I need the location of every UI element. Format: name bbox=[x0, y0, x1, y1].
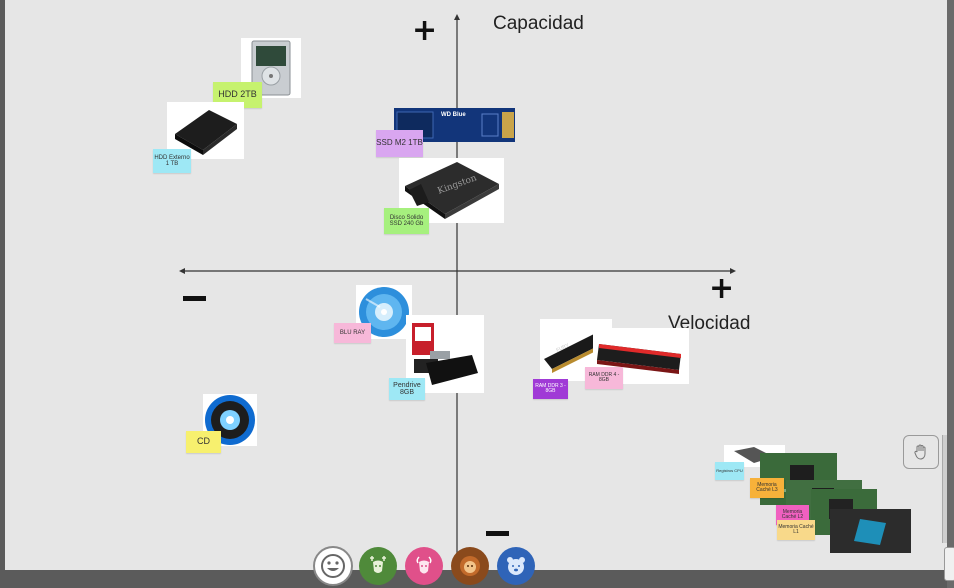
deer-icon bbox=[370, 556, 386, 573]
note-disco-solido[interactable]: Disco Solido SSD 240 Gb bbox=[384, 208, 429, 234]
note-pendrive[interactable]: Pendrive 8GB bbox=[389, 378, 425, 400]
right-plus-sign: + bbox=[709, 271, 735, 306]
side-panel-edge[interactable] bbox=[942, 435, 947, 543]
processor-board-icon bbox=[830, 509, 911, 553]
bottom-minus-sign bbox=[486, 531, 509, 536]
sata-ssd-icon bbox=[405, 162, 499, 219]
note-cache-l3[interactable]: Memoria Caché L3 bbox=[750, 478, 784, 498]
blu-ray-disc-icon bbox=[359, 287, 409, 337]
y-axis-label: Capacidad bbox=[493, 13, 584, 34]
note-hdd-externo[interactable]: HDD Externo 1 TB bbox=[153, 149, 191, 173]
avatar-bear[interactable] bbox=[497, 547, 535, 585]
top-plus-sign: + bbox=[412, 13, 438, 48]
pan-hand-button[interactable] bbox=[903, 435, 939, 469]
hdd-2tb-image[interactable] bbox=[241, 38, 301, 98]
cpu-board-image[interactable] bbox=[830, 509, 911, 553]
smiley-icon bbox=[321, 554, 345, 578]
vertical-axis-arrow bbox=[454, 14, 460, 20]
avatar-smiley[interactable] bbox=[313, 546, 353, 586]
note-cd[interactable]: CD bbox=[186, 431, 221, 453]
note-ssd-m2[interactable]: SSD M2 1TB bbox=[376, 130, 423, 157]
left-minus-sign bbox=[183, 296, 206, 301]
right-frame bbox=[947, 0, 954, 588]
note-ram-ddr4[interactable]: RAM DDR 4 - 8GB bbox=[585, 367, 623, 389]
bear-icon bbox=[507, 557, 525, 575]
ram-stick-rgb-icon bbox=[597, 344, 681, 374]
horizontal-axis-right-arrow bbox=[730, 268, 736, 274]
note-cache-l1[interactable]: Memoria Caché L1 bbox=[777, 520, 815, 540]
blu-ray-image[interactable] bbox=[356, 285, 412, 339]
goat-icon bbox=[416, 556, 432, 574]
note-registros[interactable]: Registros CPU bbox=[715, 462, 744, 480]
lion-icon bbox=[460, 556, 480, 576]
note-blu-ray[interactable]: BLU RAY bbox=[334, 323, 371, 343]
avatar-deer[interactable] bbox=[359, 547, 397, 585]
avatar-goat[interactable] bbox=[405, 547, 443, 585]
hard-drive-icon bbox=[251, 40, 291, 96]
note-ram-ddr3[interactable]: RAM DDR 3 - 8GB bbox=[533, 379, 568, 399]
external-drive-icon bbox=[175, 110, 237, 155]
avatar-lion[interactable] bbox=[451, 547, 489, 585]
resize-handle[interactable] bbox=[944, 547, 954, 581]
horizontal-axis-left-arrow bbox=[179, 268, 185, 274]
hand-icon bbox=[914, 444, 926, 460]
usb-drive-icon bbox=[412, 323, 478, 385]
whiteboard-canvas[interactable]: Capacidad Velocidad + + HDD 2TB HDD Exte… bbox=[5, 0, 947, 570]
ssd-brand-text: WD Blue bbox=[441, 112, 466, 118]
